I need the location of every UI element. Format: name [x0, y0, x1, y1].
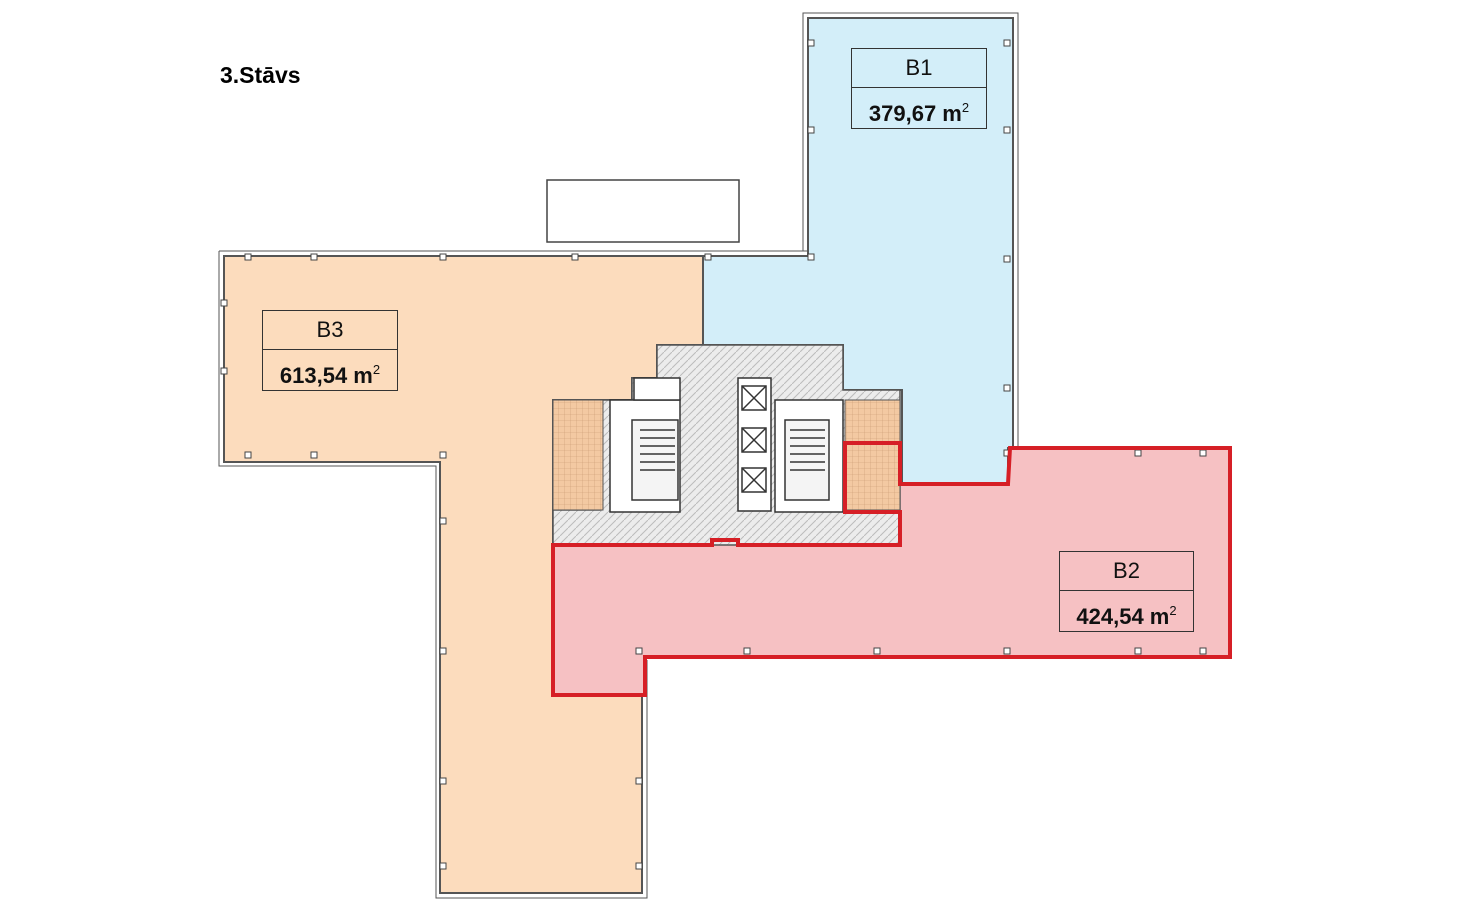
unit-b2-selection-outline	[551, 441, 1232, 697]
unit-area: 613,54 m2	[279, 362, 381, 388]
stairs-right	[774, 399, 844, 513]
unit-name: B1	[852, 49, 986, 88]
unit-label-b1[interactable]: B1 379,67 m2	[851, 48, 987, 129]
unit-label-b2[interactable]: B2 424,54 m2	[1059, 551, 1194, 632]
floor-title: 3.Stāvs	[220, 62, 301, 88]
unit-b2-area[interactable]	[553, 448, 1230, 695]
unit-label-b3[interactable]: B3 613,54 m2	[262, 310, 398, 391]
unit-area: 379,67 m2	[868, 100, 970, 126]
column-markers	[220, 39, 1207, 870]
unit-name: B3	[263, 311, 397, 350]
elevators	[633, 377, 772, 512]
toilet-block-left	[552, 399, 604, 511]
stairs-left	[609, 399, 681, 513]
exterior-walls	[218, 12, 1019, 899]
toilet-block-right	[844, 399, 901, 511]
unit-name: B2	[1060, 552, 1193, 591]
unit-area: 424,54 m2	[1076, 603, 1177, 629]
